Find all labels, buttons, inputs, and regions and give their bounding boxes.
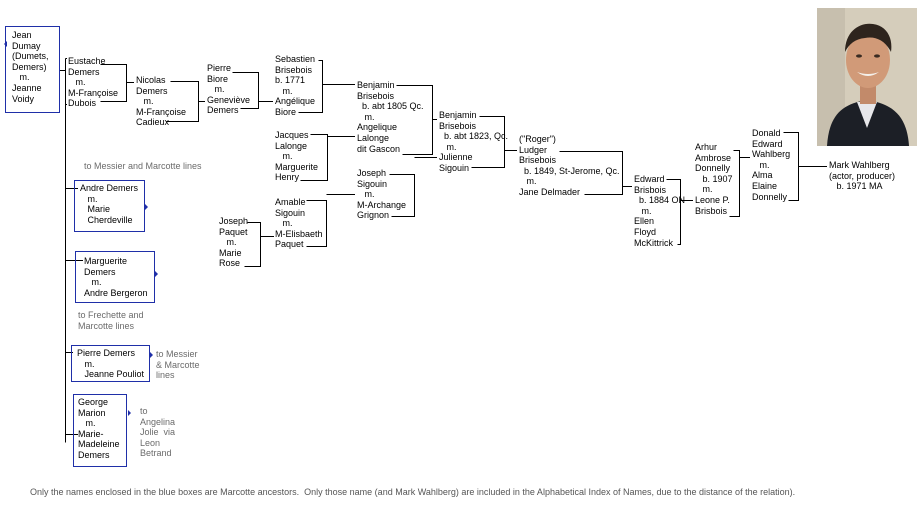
person-joseph-paquet: Joseph Paquet m. Marie Rose [219, 216, 249, 269]
portrait-photo [817, 8, 917, 146]
footnote: Only the names enclosed in the blue boxe… [30, 487, 796, 497]
person-marguerite-demers: Marguerite Demers m. Andre Bergeron [84, 256, 148, 298]
person-edward-brisbois: Edward Brisbois b. 1884 ON m. Ellen Floy… [634, 174, 686, 248]
person-andre-demers: Andre Demers m. Marie Cherdeville [80, 183, 139, 225]
box-andre-demers [74, 180, 145, 232]
note-frechette-marcotte: to Frechette and Marcotte lines [78, 310, 144, 331]
box-marguerite-demers [75, 251, 155, 303]
person-ludger-brisebois: ("Roger") Ludger Brisebois b. 1849, St-J… [519, 134, 620, 197]
person-mark-wahlberg: Mark Wahlberg (actor, producer) b. 1971 … [829, 160, 896, 192]
note-messier-marcotte-1: to Messier and Marcotte lines [84, 161, 202, 171]
person-pierre-biore: Pierre Biore m. Geneviève Demers [207, 63, 251, 116]
person-donald-wahlberg: Donald Edward Wahlberg m. Alma Elaine Do… [752, 128, 791, 202]
person-eustache-demers: Eustache Demers m. M-Françoise Dubois [68, 56, 119, 109]
person-sebastien-brisebois: Sebastien Brisebois b. 1771 m. Angélique… [275, 54, 316, 117]
person-nicolas-demers: Nicolas Demers m. M-Françoise Cadieux [136, 75, 187, 128]
note-messier-marcotte-2: to Messier & Marcotte lines [156, 349, 200, 381]
person-joseph-sigouin: Joseph Sigouin m. M-Archange Grignon [357, 168, 407, 221]
person-jacques-lalonge: Jacques Lalonge m. Marguerite Henry [275, 130, 319, 183]
person-george-marion: George Marion m. Marie- Madeleine Demers [78, 397, 120, 460]
person-pierre-demers: Pierre Demers m. Jeanne Pouliot [77, 348, 145, 380]
box-pierre-demers [71, 345, 150, 382]
person-benjamin-brisebois-1805: Benjamin Brisebois b. abt 1805 Qc. m. An… [357, 80, 424, 154]
person-arhur-donnelly: Arhur Ambrose Donnelly b. 1907 m. Leone … [695, 142, 733, 216]
person-benjamin-brisebois-1823: Benjamin Brisebois b. abt 1823, Qc. m. J… [439, 110, 509, 173]
person-jean-dumay: Jean Dumay (Dumets, Demers) m. Jeanne Vo… [12, 30, 49, 104]
box-george-marion [73, 394, 127, 467]
person-amable-sigouin: Amable Sigouin m. M-Elisbaeth Paquet [275, 197, 323, 250]
box-jean-dumay [5, 26, 60, 113]
note-angelina-jolie: to Angelina Jolie via Leon Betrand [140, 406, 176, 459]
